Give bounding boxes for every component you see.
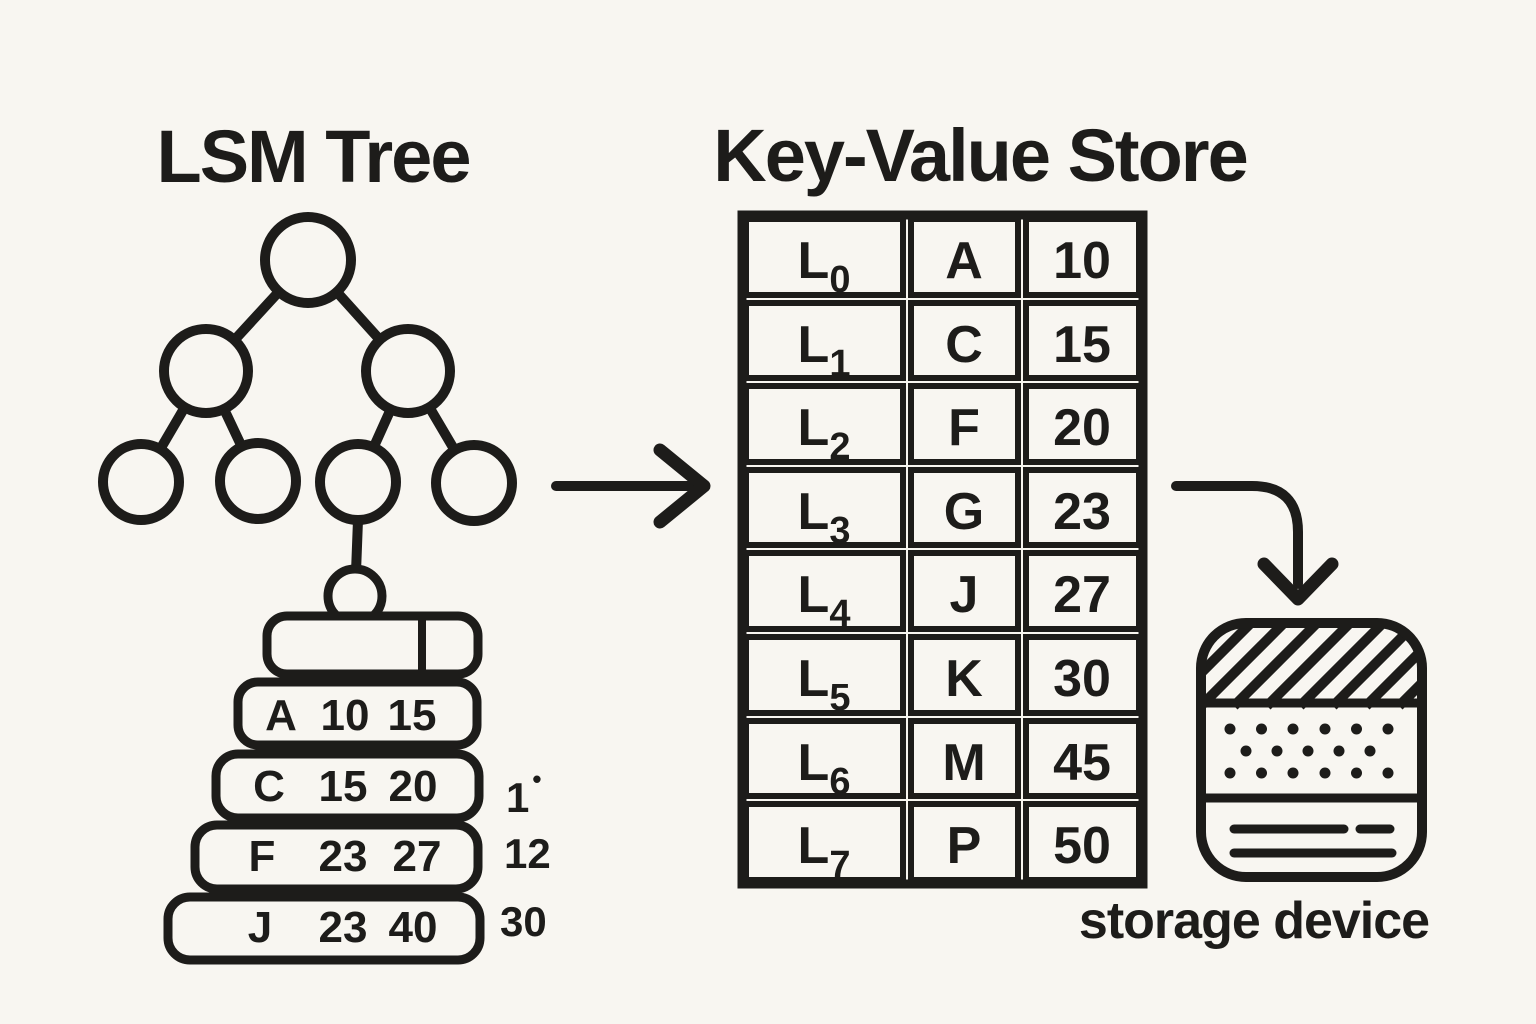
- sstable-key: A: [265, 691, 297, 740]
- kv-cell-border: [743, 634, 906, 716]
- kv-table-border: [737, 210, 1148, 889]
- sstable-row: [163, 892, 485, 965]
- kv-cell-border: [908, 300, 1021, 381]
- kv-cell-border: [908, 801, 1021, 883]
- kv-value: 45: [1053, 734, 1111, 792]
- kv-key: G: [944, 483, 984, 541]
- kv-level: L3: [798, 483, 851, 552]
- kv-key: F: [948, 399, 980, 457]
- kv-level: L1: [798, 316, 851, 385]
- kv-value: 30: [1053, 650, 1111, 708]
- kv-cell-border: [1023, 801, 1142, 883]
- tree-node-root: [260, 212, 356, 308]
- sstable-row: [211, 749, 484, 823]
- kv-cell-border: [743, 467, 906, 548]
- kv-level: L7: [798, 817, 851, 886]
- sstable-low: 23: [319, 903, 368, 952]
- kv-cell-border: [1023, 216, 1142, 298]
- kv-key: M: [942, 734, 985, 792]
- kv-value: 15: [1053, 316, 1111, 374]
- annotation-number: 1: [506, 774, 529, 821]
- annotation-dot: •: [532, 764, 541, 794]
- kv-key: P: [947, 817, 982, 875]
- kv-table-cells: [743, 216, 1142, 883]
- kv-level: L4: [798, 566, 851, 635]
- sstable-key: F: [249, 832, 276, 881]
- kv-key: A: [945, 232, 983, 290]
- sstable-row: [233, 677, 482, 750]
- tree-node: [431, 440, 517, 526]
- storage-text-lines: [1229, 824, 1397, 858]
- kv-cell-border: [743, 300, 906, 381]
- tree-nodes: [98, 212, 517, 628]
- kv-cell-border: [743, 718, 906, 799]
- kv-cell-border: [1023, 718, 1142, 799]
- tree-node: [361, 324, 455, 418]
- tree-node: [98, 439, 184, 525]
- sstable-key: J: [248, 903, 272, 952]
- sstable-low: 15: [319, 762, 368, 811]
- kv-cell-border: [743, 801, 906, 883]
- kv-level: L0: [798, 232, 851, 301]
- memtable-stack-icon: A 10 15 C 15 20 F 23 27 J 23 40 1• 12 30: [163, 611, 551, 965]
- kv-value: 20: [1053, 399, 1111, 457]
- sstable-row: [190, 820, 483, 894]
- sstable-annotation: 30: [500, 898, 547, 945]
- kv-cell-border: [743, 383, 906, 465]
- storage-outline: [1196, 618, 1427, 882]
- kv-title: Key-Value Store: [713, 114, 1246, 197]
- kv-cell-border: [1023, 550, 1142, 632]
- tree-node: [159, 324, 253, 418]
- kv-cell-border: [1023, 300, 1142, 381]
- kv-cell-border: [908, 550, 1021, 632]
- kv-level: L6: [798, 734, 851, 803]
- kv-cell-border: [908, 634, 1021, 716]
- kv-key: K: [945, 650, 983, 708]
- sstable-high: 15: [388, 691, 437, 740]
- sstable-low: 10: [321, 691, 370, 740]
- kv-cell-border: [908, 216, 1021, 298]
- kv-level: L5: [798, 650, 851, 719]
- kv-cell-border: [743, 216, 906, 298]
- sstable-high: 40: [389, 903, 438, 952]
- kv-cell-border: [908, 383, 1021, 465]
- kv-cell-border: [743, 550, 906, 632]
- tree-node: [315, 439, 401, 525]
- storage-device-label: storage device: [1079, 892, 1429, 950]
- kv-cell-border: [1023, 467, 1142, 548]
- sstable-high: 20: [389, 762, 438, 811]
- sstable-key: C: [253, 762, 285, 811]
- kv-value: 50: [1053, 817, 1111, 875]
- sstable-low: 23: [319, 832, 368, 881]
- memtable-rect: [262, 611, 483, 679]
- kv-cell-border: [908, 718, 1021, 799]
- kv-value: 10: [1053, 232, 1111, 290]
- kv-key: C: [945, 316, 983, 374]
- right-arrow-icon: [551, 443, 711, 529]
- sstable-annotation: 12: [504, 830, 551, 877]
- kv-key: J: [950, 566, 979, 624]
- lsm-title: LSM Tree: [157, 115, 470, 198]
- storage-dots: [1224, 723, 1394, 779]
- sstable-high: 27: [393, 832, 442, 881]
- kv-table: L0 A 10 L1 C 15 L2 F 20 L3 G 23 L4 J 27 …: [737, 210, 1148, 889]
- curved-down-arrow-icon: [1171, 481, 1339, 606]
- kv-level: L2: [798, 399, 851, 468]
- kv-cell-border: [1023, 634, 1142, 716]
- kv-cell-border: [908, 467, 1021, 548]
- tree-node: [215, 438, 301, 524]
- sstable-annotation: 1•: [506, 764, 541, 821]
- kv-value: 23: [1053, 483, 1111, 541]
- kv-value: 27: [1053, 566, 1111, 624]
- kv-table-text: L0 A 10 L1 C 15 L2 F 20 L3 G 23 L4 J 27 …: [798, 232, 1111, 886]
- storage-hatch-band: [1201, 623, 1422, 710]
- binary-tree-icon: [98, 212, 517, 628]
- kv-cell-border: [1023, 383, 1142, 465]
- storage-device-icon: [1196, 618, 1427, 882]
